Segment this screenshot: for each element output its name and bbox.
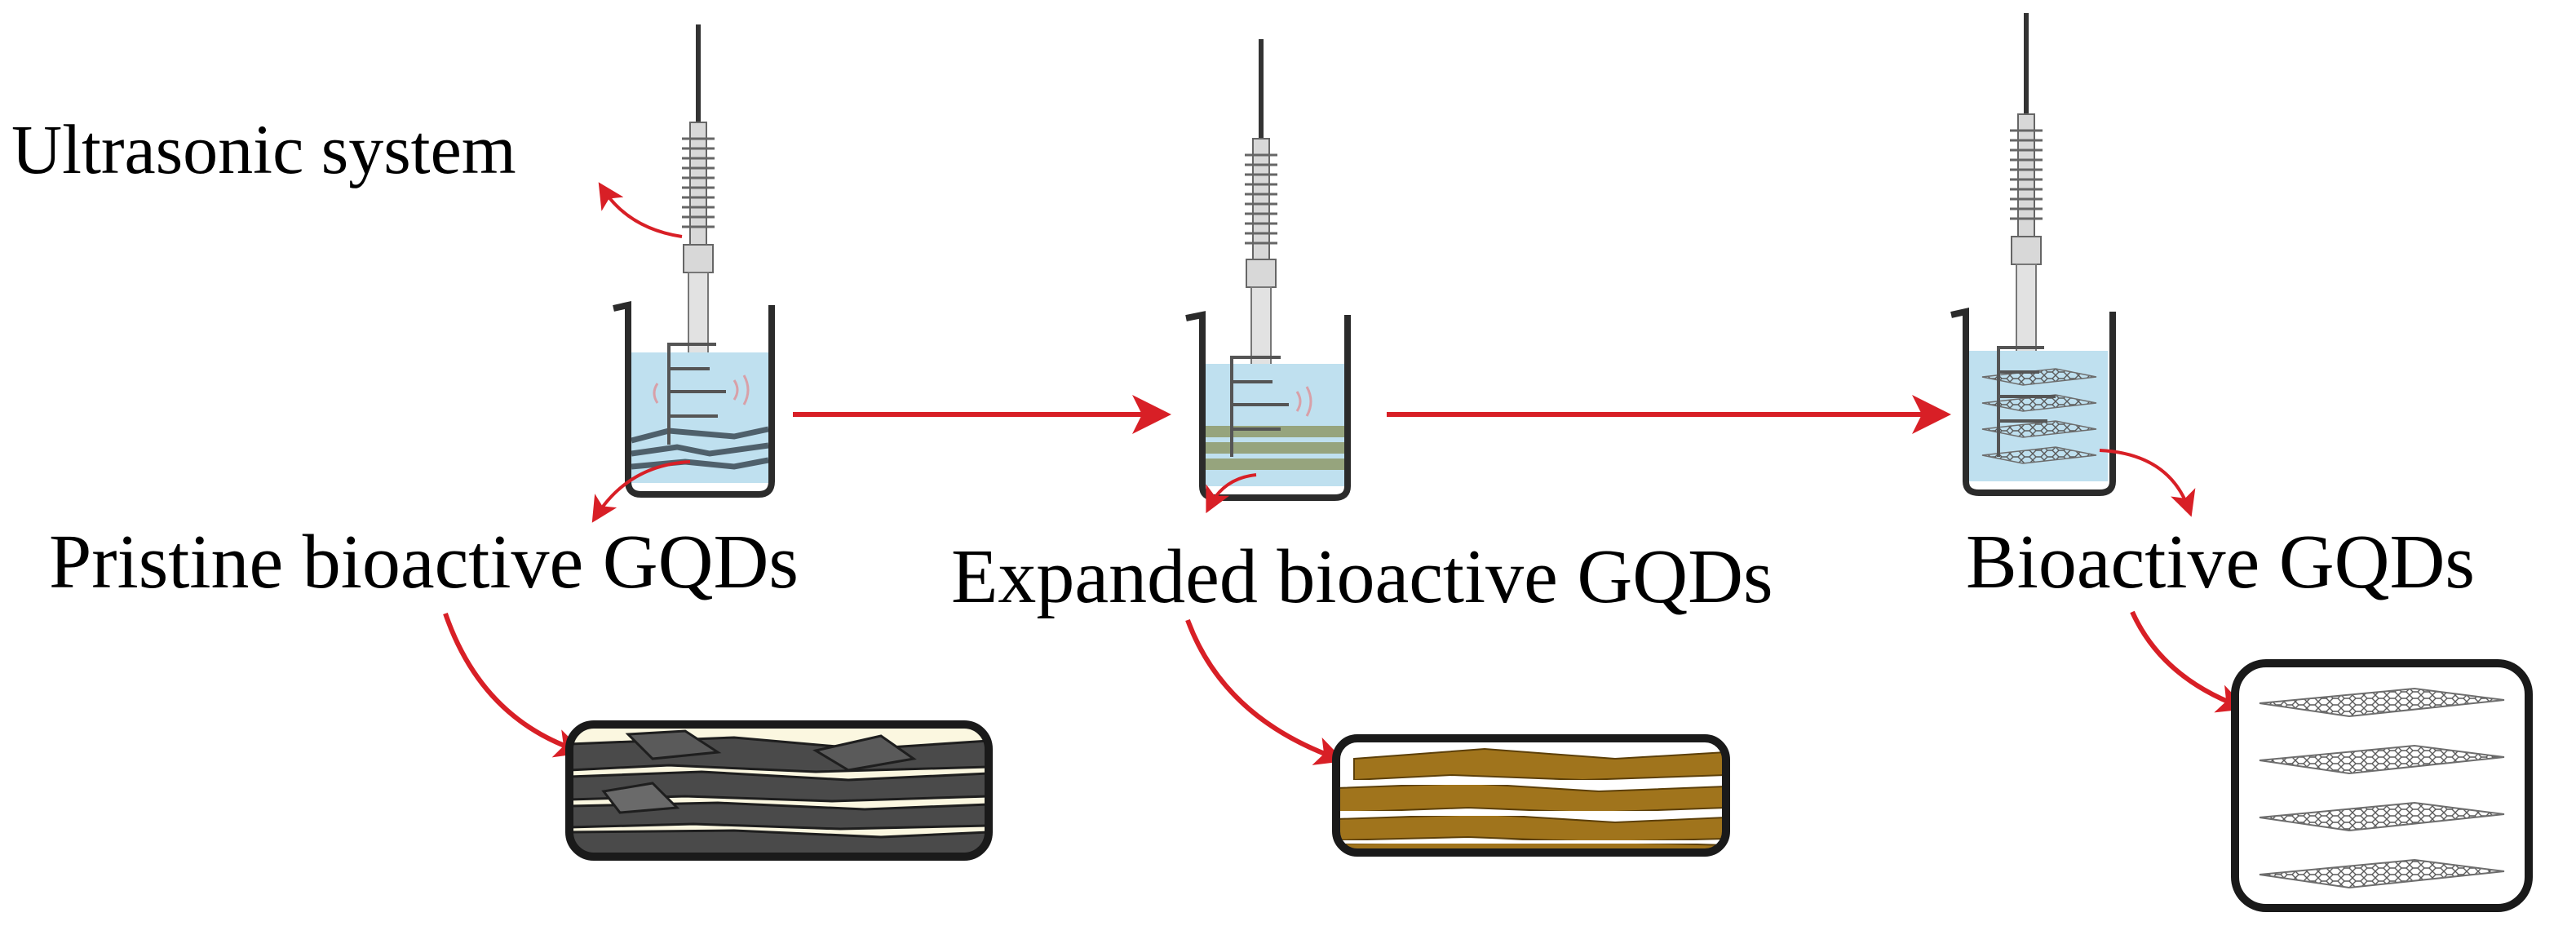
arrow-to-bioactive-detail [2130,610,2247,713]
beaker-3 [1950,308,2116,496]
bioactive-detail-panel [2231,659,2533,912]
label-expanded-bioactive-gqds: Expanded bioactive GQDs [951,534,1773,619]
beaker-2 [1185,311,1351,501]
arrow-to-expanded [1206,473,1257,514]
arrow-to-pristine [591,460,691,523]
arrow-to-expanded-detail [1185,618,1345,765]
label-bioactive-gqds: Bioactive GQDs [1966,520,2475,605]
beaker-1 [613,301,775,498]
expanded-detail-panel [1332,734,1730,857]
detail-arrows [443,610,2247,765]
label-pristine-bioactive-gqds: Pristine bioactive GQDs [49,520,799,605]
pristine-detail-panel [565,720,993,861]
pointer-arrows [591,182,2196,523]
label-ultrasonic-system: Ultrasonic system [11,110,516,188]
arrow-to-pristine-detail [443,613,585,758]
arrow-to-bioactive [2099,449,2196,517]
arrow-to-ultrasonic [598,182,683,238]
